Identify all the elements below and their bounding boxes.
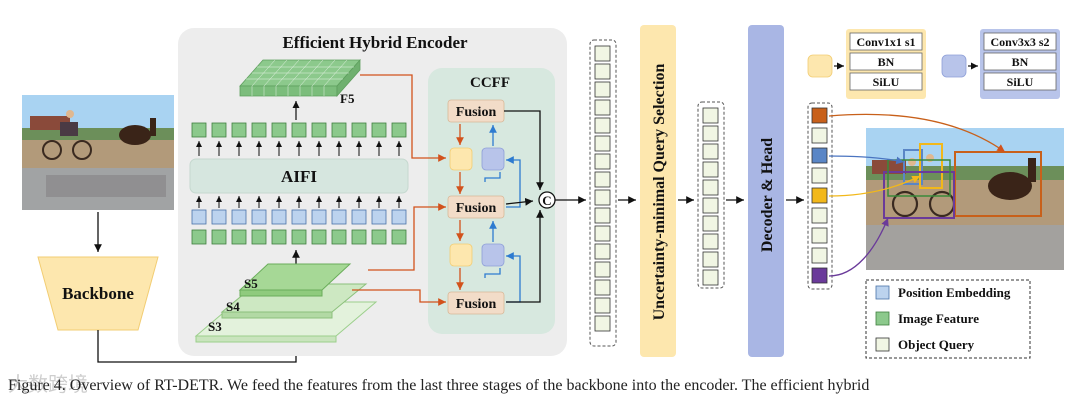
- backbone-block: Backbone: [37, 256, 159, 331]
- query-selection-label: Uncertainty-minimal Query Selection: [651, 63, 668, 320]
- conv1x1-square-lower: [449, 243, 473, 267]
- backbone-label: Backbone: [62, 284, 134, 303]
- query-to-driver-box-arrow: [828, 155, 905, 165]
- conv1x1-square-upper: [449, 147, 473, 171]
- conv3x3-silu: SiLU: [1007, 75, 1034, 89]
- position-embedding-tokens: [191, 209, 407, 225]
- fusion-box-bottom: [447, 291, 505, 315]
- s4-label: S4: [226, 299, 240, 314]
- backbone-stage-layers: [194, 263, 378, 343]
- conv3x3-block: Conv3x3 s2 BN SiLU: [980, 29, 1060, 99]
- conv3x3-bn: BN: [1012, 55, 1029, 69]
- encoder-title: Efficient Hybrid Encoder: [282, 33, 468, 52]
- legend-image-swatch: [875, 311, 890, 326]
- conv1x1-op: Conv1x1 s1: [856, 35, 915, 49]
- query-to-horse-box-arrow: [828, 113, 1006, 153]
- image-feature-tokens: [191, 229, 407, 245]
- s3-label: S3: [208, 319, 222, 334]
- conv1x1-bn: BN: [878, 55, 895, 69]
- selected-queries: [697, 101, 725, 289]
- fusion-box-middle: [447, 195, 505, 219]
- fusion-label-top: Fusion: [456, 105, 497, 120]
- conv1x1-block: Conv1x1 s1 BN SiLU: [846, 29, 926, 99]
- watermark: 大数跨境: [8, 372, 88, 396]
- figure-caption: Figure 4. Overview of RT-DETR. We feed t…: [8, 377, 870, 394]
- conv3x3-square-lower: [481, 243, 505, 267]
- concat-symbol: C: [542, 193, 551, 208]
- conv1x1-silu: SiLU: [873, 75, 900, 89]
- output-detection-image: [866, 128, 1064, 270]
- s5-label: S5: [244, 276, 258, 291]
- legend-position-label: Position Embedding: [898, 285, 1011, 300]
- query-selection-block: [640, 25, 676, 357]
- query-to-person-box-arrow: [828, 175, 921, 197]
- legend-image-label: Image Feature: [898, 311, 979, 326]
- selected-query-cells: [702, 107, 719, 286]
- fusion-label-bottom: Fusion: [456, 297, 497, 312]
- aifi-up-arrows: [196, 141, 402, 156]
- f5-label: F5: [340, 91, 355, 106]
- output-query-cells: [811, 107, 828, 284]
- encoder-output-token-cells: [594, 45, 611, 332]
- input-image: [22, 95, 174, 210]
- fusion-label-middle: Fusion: [456, 201, 497, 216]
- encoder-output-tokens: [589, 39, 617, 347]
- decoder-head-label: Decoder & Head: [759, 138, 776, 252]
- conv1x1-key-square: [807, 54, 833, 78]
- aifi-label: AIFI: [281, 167, 317, 186]
- legend-position-swatch: [875, 285, 890, 300]
- conv3x3-square-upper: [481, 147, 505, 171]
- decoder-head-block: [748, 25, 784, 357]
- aifi-input-arrows: [196, 196, 402, 208]
- conv3x3-op: Conv3x3 s2: [990, 35, 1049, 49]
- aifi-output-tokens: [191, 122, 407, 138]
- ccff-label: CCFF: [470, 75, 510, 91]
- f5-feature-map: [239, 58, 361, 98]
- fusion-to-concat-arrows: [504, 110, 544, 303]
- legend-query-swatch: [875, 337, 890, 352]
- aifi-block: [189, 158, 409, 194]
- query-to-carriage-box-arrow: [828, 217, 889, 277]
- conv3x3-key-square: [941, 54, 967, 78]
- legend-query-label: Object Query: [898, 337, 975, 352]
- legend: Position Embedding Image Feature Object …: [865, 279, 1031, 359]
- top-down-path-arrows: [352, 74, 464, 306]
